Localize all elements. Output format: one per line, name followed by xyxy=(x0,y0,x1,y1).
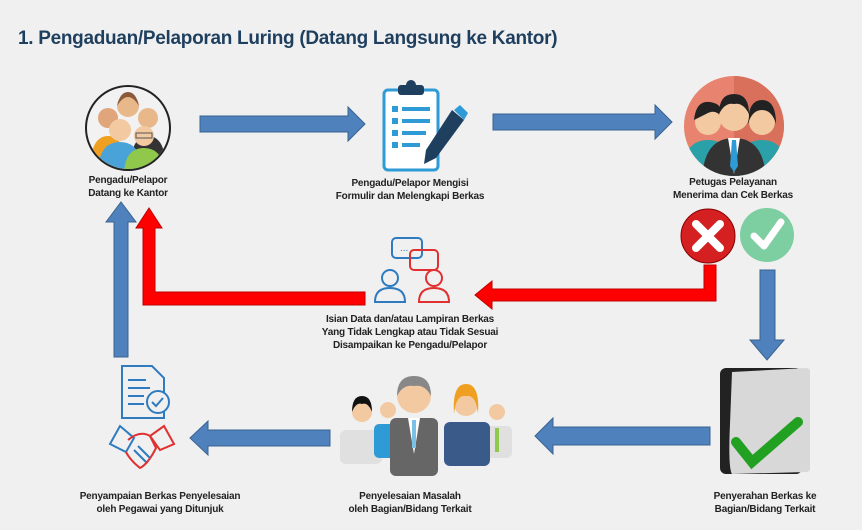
folder-check-icon xyxy=(720,368,810,474)
arrow-info-to-pengadu xyxy=(135,207,366,306)
arrow-formulir-to-petugas xyxy=(492,103,673,141)
label-line: Menerima dan Cek Berkas xyxy=(673,190,793,201)
arrow-penyerahan-to-penyelesaian xyxy=(534,416,711,456)
label-mengisi-formulir: Pengadu/Pelapor Mengisi Formulir dan Mel… xyxy=(336,177,485,203)
label-line: Pengadu/Pelapor xyxy=(88,175,168,186)
label-line: Disampaikan ke Pengadu/Pelapor xyxy=(332,340,488,351)
service-officers-icon xyxy=(684,76,784,176)
label-line: Pengadu/Pelapor Mengisi xyxy=(351,178,469,189)
label-pengadu-datang: Pengadu/Pelapor Datang ke Kantor xyxy=(88,174,168,200)
label-line: Penyelesaian Masalah xyxy=(359,491,461,502)
arrow-datang-to-formulir xyxy=(199,105,366,143)
accept-check-icon xyxy=(740,208,794,262)
label-penyelesaian-masalah: Penyelesaian Masalah oleh Bagian/Bidang … xyxy=(349,490,472,516)
label-line: oleh Bagian/Bidang Terkait xyxy=(348,504,472,515)
label-line: Bagian/Bidang Terkait xyxy=(714,504,816,515)
label-line: Penyampaian Berkas Penyelesaian xyxy=(79,491,241,502)
label-line: Isian Data dan/atau Lampiran Berkas xyxy=(325,314,495,325)
clipboard-form-icon xyxy=(382,80,468,172)
label-line: Petugas Pelayanan xyxy=(689,177,777,188)
conversation-icon: ... xyxy=(373,237,451,303)
team-people-icon xyxy=(340,376,512,476)
label-line: Formulir dan Melengkapi Berkas xyxy=(335,191,485,202)
arrow-penyelesaian-to-penyampaian xyxy=(189,419,331,457)
svg-text:...: ... xyxy=(400,243,408,254)
label-berkas-tidak-lengkap: Isian Data dan/atau Lampiran Berkas Yang… xyxy=(321,313,499,352)
label-line: Datang ke Kantor xyxy=(88,188,168,199)
people-group-icon xyxy=(85,85,171,171)
label-petugas-cek: Petugas Pelayanan Menerima dan Cek Berka… xyxy=(673,176,793,202)
label-line: Penyerahan Berkas ke xyxy=(713,491,817,502)
arrow-reject-to-info xyxy=(474,264,717,311)
label-penyerahan-berkas: Penyerahan Berkas ke Bagian/Bidang Terka… xyxy=(714,490,817,516)
label-line: Yang Tidak Lengkap atau Tidak Sesuai xyxy=(321,327,499,338)
page-title: 1. Pengaduan/Pelaporan Luring (Datang La… xyxy=(18,28,558,49)
arrow-penyampaian-to-pengadu xyxy=(105,201,137,358)
label-penyampaian-berkas: Penyampaian Berkas Penyelesaian oleh Peg… xyxy=(80,490,241,516)
arrow-petugas-to-penyerahan xyxy=(748,269,786,361)
handshake-document-icon xyxy=(108,365,176,470)
label-line: oleh Pegawai yang Ditunjuk xyxy=(96,504,224,515)
reject-x-icon xyxy=(680,208,736,264)
